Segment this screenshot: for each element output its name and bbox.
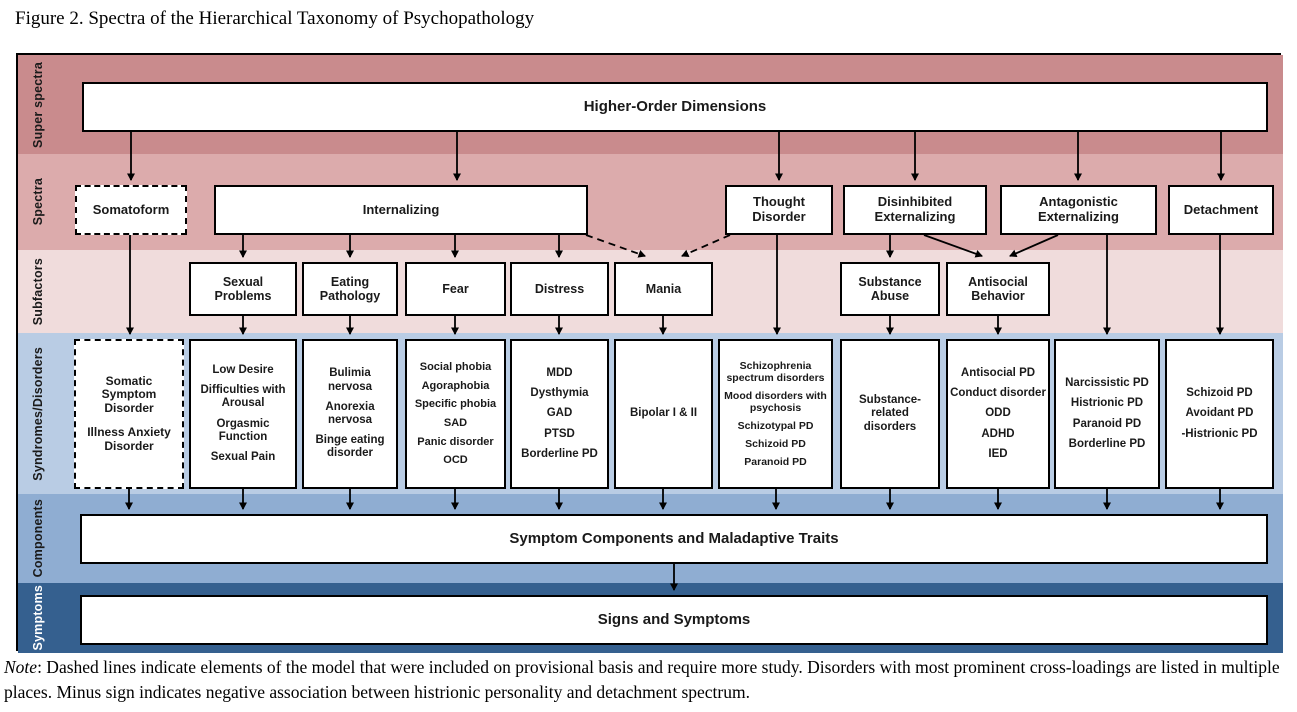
level-label-super-spectra: Super spectra xyxy=(31,61,45,148)
box-detachment: Detachment xyxy=(1168,185,1274,235)
box-eating-pathology: Eating Pathology xyxy=(302,262,398,316)
box-mania: Mania xyxy=(614,262,713,316)
note-label: Note xyxy=(4,657,38,677)
level-label-subfactors: Subfactors xyxy=(31,257,45,326)
disorder-item: Sexual Pain xyxy=(210,450,276,463)
disorder-item: Binge eating disorder xyxy=(315,434,385,460)
note-text: : Dashed lines indicate elements of the … xyxy=(4,657,1280,703)
disorder-item: Agoraphobia xyxy=(421,379,490,392)
disorder-item: Dysthymia xyxy=(530,387,589,400)
box-antagonistic-disorders: Narcissistic PD Histrionic PD Paranoid PD B… xyxy=(1054,339,1160,489)
box-higher-order-dimensions: Higher-Order Dimensions xyxy=(82,82,1268,132)
disorder-item: ADHD xyxy=(981,427,1015,440)
disorder-item: Conduct disorder xyxy=(950,387,1046,400)
box-thought-disorder: Thought Disorder xyxy=(725,185,833,235)
disorder-item: Narcissistic PD xyxy=(1065,377,1149,390)
disorder-item: Antisocial PD xyxy=(960,366,1036,379)
box-sexual-problems: Sexual Problems xyxy=(189,262,297,316)
figure-note: Note: Dashed lines indicate elements of … xyxy=(4,655,1294,706)
disorder-item: Difficulties with Arousal xyxy=(200,384,286,410)
disorder-item: Low Desire xyxy=(212,363,274,376)
box-fear: Fear xyxy=(405,262,506,316)
box-antisocial-behavior: Antisocial Behavior xyxy=(946,262,1050,316)
disorder-item: Schizotypal PD xyxy=(737,420,814,433)
disorder-item: Orgasmic Function xyxy=(216,417,270,443)
box-antagonistic-externalizing: Antagonistic Externalizing xyxy=(1000,185,1157,235)
disorder-item: Histrionic PD xyxy=(1070,397,1144,410)
disorder-item: MDD xyxy=(546,366,573,379)
disorder-item: Bulimia nervosa xyxy=(327,367,373,393)
disorder-item: OCD xyxy=(443,454,468,467)
disorder-item: Somatic Symptom Disorder xyxy=(101,373,157,416)
disorder-item: Schizoid PD xyxy=(745,438,806,451)
box-internalizing: Internalizing xyxy=(214,185,588,235)
disorder-item: Anorexia nervosa xyxy=(325,400,375,426)
box-somatoform: Somatoform xyxy=(75,185,187,235)
disorder-item: Bipolar I & II xyxy=(629,407,698,420)
disorder-item: Social phobia xyxy=(419,361,492,374)
box-distress: Distress xyxy=(510,262,609,316)
disorder-item: Avoidant PD xyxy=(1185,407,1254,420)
disorder-item: IED xyxy=(988,447,1008,460)
box-signs-and-symptoms: Signs and Symptoms xyxy=(80,595,1268,645)
disorder-item: Borderline PD xyxy=(521,447,598,460)
hitop-diagram: Super spectra Spectra Subfactors Syndrom… xyxy=(16,53,1283,653)
disorder-item: PTSD xyxy=(544,427,575,440)
disorder-item: Substance-related disorders xyxy=(859,394,921,433)
box-substance-disorders: Substance-related disorders xyxy=(840,339,940,489)
disorder-item: Mood disorders with psychosis xyxy=(724,389,827,414)
disorder-item: Borderline PD xyxy=(1068,437,1146,450)
level-label-components: Components xyxy=(31,499,45,578)
level-label-syndromes: Syndromes/Disorders xyxy=(31,346,45,481)
disorder-item: Panic disorder xyxy=(417,435,494,448)
disorder-item: Paranoid PD xyxy=(1072,417,1142,430)
disorder-item: Schizophrenia spectrum disorders xyxy=(726,359,825,384)
level-label-symptoms: Symptoms xyxy=(31,585,45,651)
disorder-item: ODD xyxy=(985,407,1011,420)
box-symptom-components: Symptom Components and Maladaptive Trait… xyxy=(80,514,1268,564)
box-disinhibited-externalizing: Disinhibited Externalizing xyxy=(843,185,987,235)
figure-caption: Figure 2. Spectra of the Hierarchical Ta… xyxy=(15,8,535,29)
level-label-spectra: Spectra xyxy=(31,178,45,226)
disorder-item: Illness Anxiety Disorder xyxy=(87,424,171,453)
disorder-item: Paranoid PD xyxy=(744,456,807,469)
box-substance-abuse: Substance Abuse xyxy=(840,262,940,316)
disorder-item: GAD xyxy=(546,407,573,420)
disorder-item: SAD xyxy=(443,417,468,429)
disorder-item: -Histrionic PD xyxy=(1181,427,1258,440)
box-mania-disorders: Bipolar I & II xyxy=(614,339,713,489)
box-detachment-disorders: Schizoid PD Avoidant PD -Histrionic PD xyxy=(1165,339,1274,489)
disorder-item: Schizoid PD xyxy=(1186,387,1253,400)
disorder-item: Specific phobia xyxy=(414,398,497,411)
